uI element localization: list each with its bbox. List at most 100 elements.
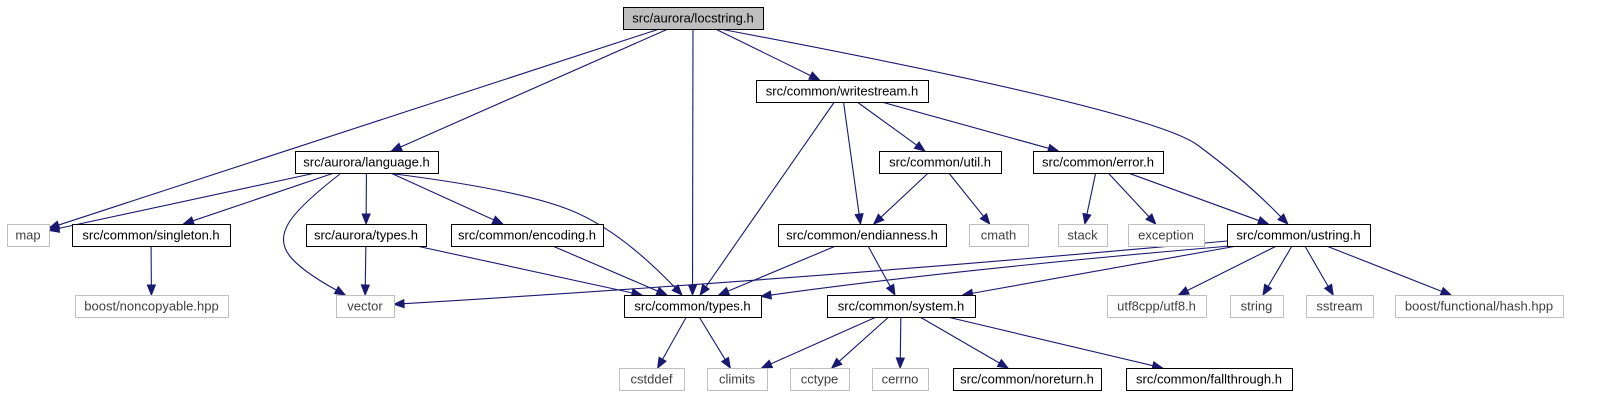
node-label: stack [1067, 228, 1098, 243]
node-box [306, 224, 427, 247]
node-label: src/common/fallthrough.h [1136, 372, 1282, 387]
edge-locstring-to-commontypes [687, 28, 698, 297]
node-box [619, 368, 685, 391]
edge-line [1304, 245, 1329, 287]
node-map: map [7, 224, 50, 247]
edge-writestream-to-error [881, 101, 1060, 153]
edge-system-to-noreturn [919, 316, 1010, 369]
edge-language-to-commontypes [394, 173, 683, 296]
edge-language-to-singleton [182, 172, 335, 226]
node-box [790, 368, 850, 391]
edge-language-to-map [47, 172, 316, 233]
node-util[interactable]: src/common/util.h [879, 151, 1002, 174]
node-system[interactable]: src/common/system.h [827, 295, 976, 318]
arrowhead-icon [1256, 215, 1270, 225]
edge-system-to-cctype [830, 316, 890, 369]
node-label: vector [347, 299, 383, 314]
node-label: src/common/util.h [889, 155, 991, 170]
edge-layer [47, 28, 1453, 371]
node-box [1395, 295, 1564, 318]
node-auroratypes[interactable]: src/aurora/types.h [306, 224, 427, 247]
edge-line [948, 172, 984, 217]
edge-line [880, 172, 929, 218]
node-fallthrough[interactable]: src/common/fallthrough.h [1126, 368, 1293, 391]
node-locstring[interactable]: src/aurora/locstring.h [623, 7, 764, 30]
arrowhead-icon [687, 284, 698, 297]
edge-ustring-to-commontypes [759, 245, 1231, 300]
arrowhead-icon [720, 356, 731, 370]
arrowhead-icon [699, 283, 711, 297]
node-box [879, 151, 1002, 174]
edge-line [705, 101, 835, 288]
node-label: utf8cpp/utf8.h [1117, 299, 1196, 314]
node-writestream[interactable]: src/common/writestream.h [756, 80, 929, 103]
edge-line [1267, 245, 1293, 287]
edge-ustring-to-hash [1326, 245, 1453, 296]
node-error[interactable]: src/common/error.h [1033, 151, 1164, 174]
edge-locstring-to-ustring [719, 28, 1289, 225]
edge-line [842, 101, 860, 215]
node-sstream: sstream [1306, 295, 1374, 318]
arrowhead-icon [1277, 213, 1289, 225]
arrowhead-icon [182, 216, 195, 226]
edge-commontypes-to-climits [698, 316, 731, 370]
node-box [7, 224, 50, 247]
node-box [953, 368, 1102, 391]
node-string: string [1230, 295, 1284, 318]
node-label: sstream [1316, 299, 1362, 314]
arrowhead-icon [146, 284, 157, 297]
node-language[interactable]: src/aurora/language.h [295, 151, 439, 174]
edge-locstring-to-map [47, 28, 660, 230]
node-label: src/common/singleton.h [82, 228, 219, 243]
arrowhead-icon [1177, 286, 1191, 296]
node-noreturn[interactable]: src/common/noreturn.h [953, 368, 1102, 391]
node-box [623, 7, 764, 30]
arrowhead-icon [657, 356, 667, 370]
node-box [1107, 295, 1207, 318]
edge-line [552, 245, 658, 292]
node-label: src/common/ustring.h [1236, 228, 1360, 243]
arrowhead-icon [895, 357, 906, 370]
edge-line [400, 28, 669, 148]
node-encoding[interactable]: src/common/encoding.h [451, 224, 604, 247]
edge-line [364, 245, 367, 286]
arrowhead-icon [717, 286, 731, 296]
node-exception: exception [1128, 224, 1205, 247]
edge-line [662, 316, 687, 360]
node-cstddef: cstddef [619, 368, 685, 391]
arrowhead-icon [1082, 212, 1092, 226]
node-ustring[interactable]: src/common/ustring.h [1227, 224, 1371, 247]
node-commontypes[interactable]: src/common/types.h [624, 295, 762, 318]
edge-auroratypes-to-vector [360, 245, 371, 297]
edge-ustring-to-system [961, 245, 1238, 298]
node-label: cmath [981, 228, 1016, 243]
node-cerrno: cerrno [872, 368, 929, 391]
node-box [451, 224, 604, 247]
node-box [756, 80, 929, 103]
edge-line [770, 245, 1231, 296]
arrowhead-icon [360, 284, 371, 297]
edge-auroratypes-to-commontypes [416, 245, 644, 298]
arrowhead-icon [390, 142, 403, 152]
node-box [707, 368, 768, 391]
node-label: src/common/writestream.h [766, 84, 918, 99]
edge-locstring-to-language [390, 28, 669, 152]
edge-endianness-to-commontypes [717, 245, 836, 296]
node-label: src/common/endianness.h [786, 228, 938, 243]
arrowhead-icon [671, 284, 683, 296]
node-singleton[interactable]: src/common/singleton.h [72, 224, 231, 247]
node-box [872, 368, 929, 391]
edge-writestream-to-endianness [842, 101, 864, 226]
node-label: boost/noncopyable.hpp [84, 299, 218, 314]
edge-line [770, 316, 877, 365]
node-stack: stack [1058, 224, 1108, 247]
node-endianness[interactable]: src/common/endianness.h [778, 224, 947, 247]
arrowhead-icon [830, 357, 843, 369]
node-box [295, 151, 439, 174]
node-box [778, 224, 947, 247]
edge-line [1086, 172, 1097, 215]
arrowhead-icon [913, 141, 926, 152]
edge-line [1187, 245, 1277, 292]
edge-encoding-to-commontypes [552, 245, 669, 296]
